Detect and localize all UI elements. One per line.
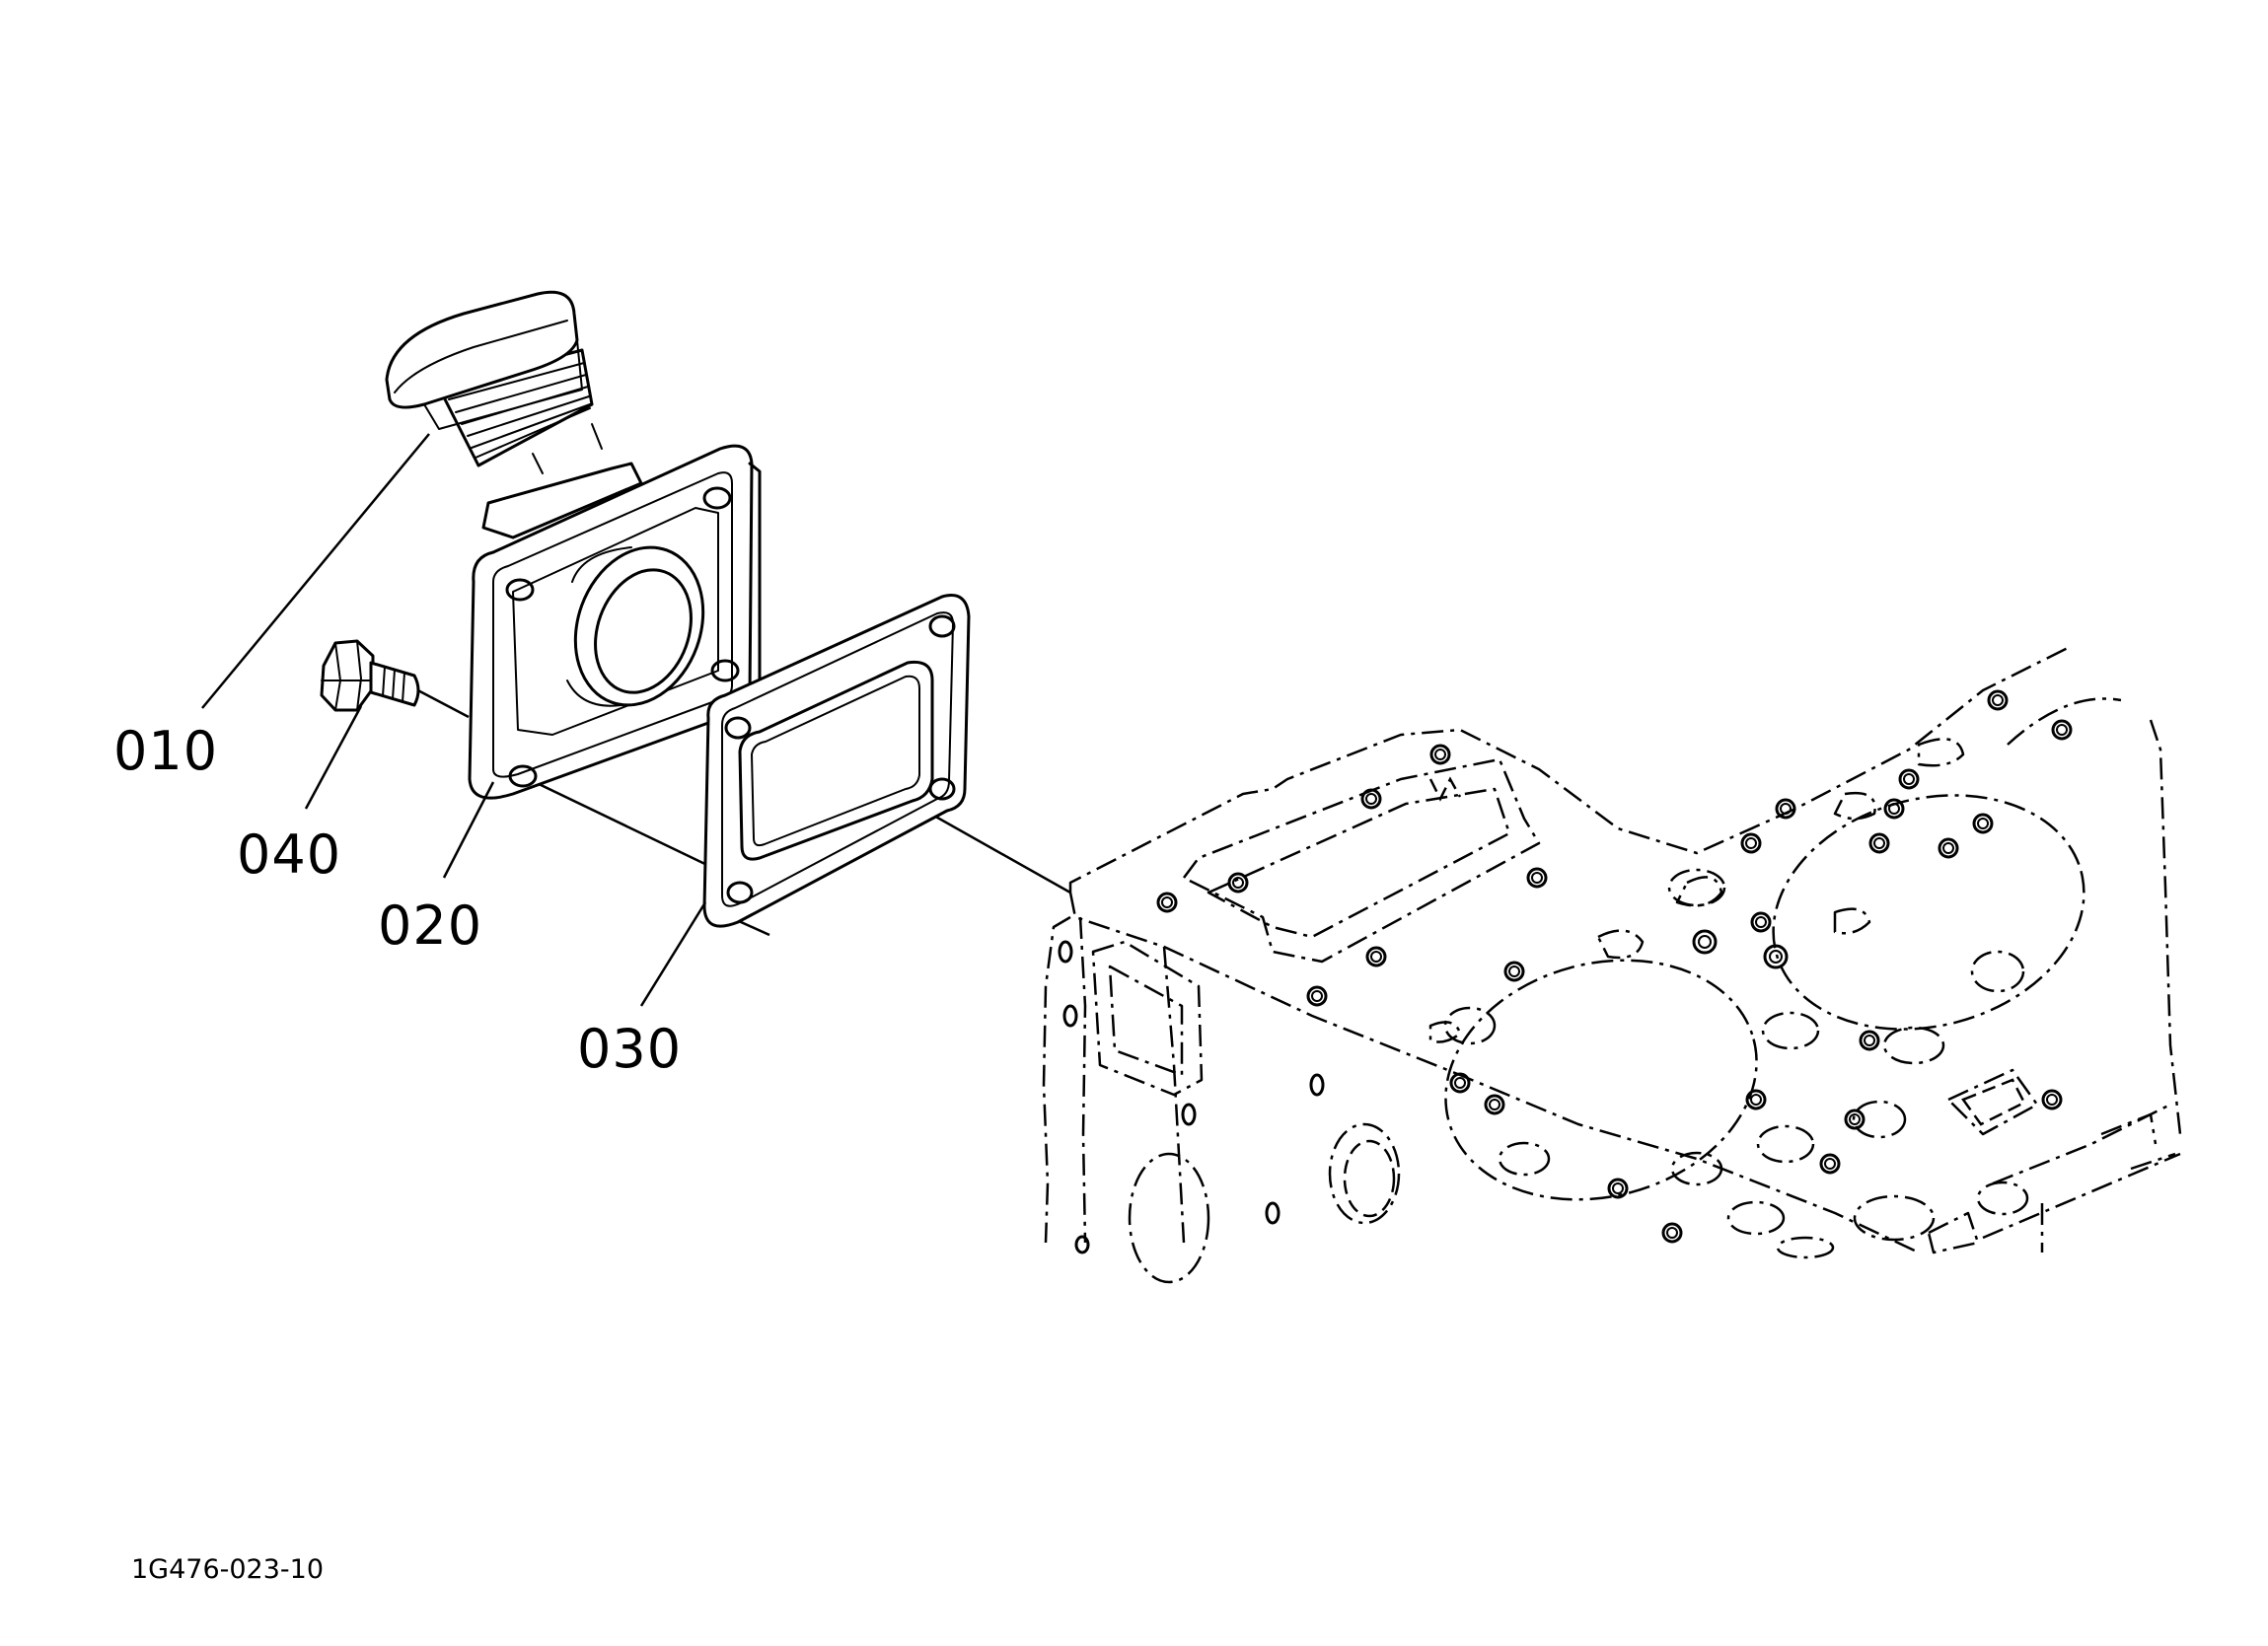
callout-010: 010 <box>113 720 218 782</box>
block-bolt-holes <box>1058 689 2073 1254</box>
gasket-030 <box>702 594 971 928</box>
leader-010 <box>201 433 430 709</box>
plug-010 <box>385 290 603 474</box>
callout-030: 030 <box>577 1018 682 1080</box>
housing-020 <box>468 444 762 800</box>
bolt-040 <box>320 639 420 712</box>
block-passages <box>1428 738 2039 1259</box>
drawing-number: 1G476-023-10 <box>131 1554 324 1585</box>
callout-040: 040 <box>237 823 341 886</box>
leader-020 <box>442 781 495 879</box>
leader-040 <box>304 705 363 810</box>
callout-020: 020 <box>378 895 482 957</box>
engine-block-phantom <box>1042 644 2182 1284</box>
leader-030 <box>639 901 707 1007</box>
leader-lines <box>201 433 707 1007</box>
